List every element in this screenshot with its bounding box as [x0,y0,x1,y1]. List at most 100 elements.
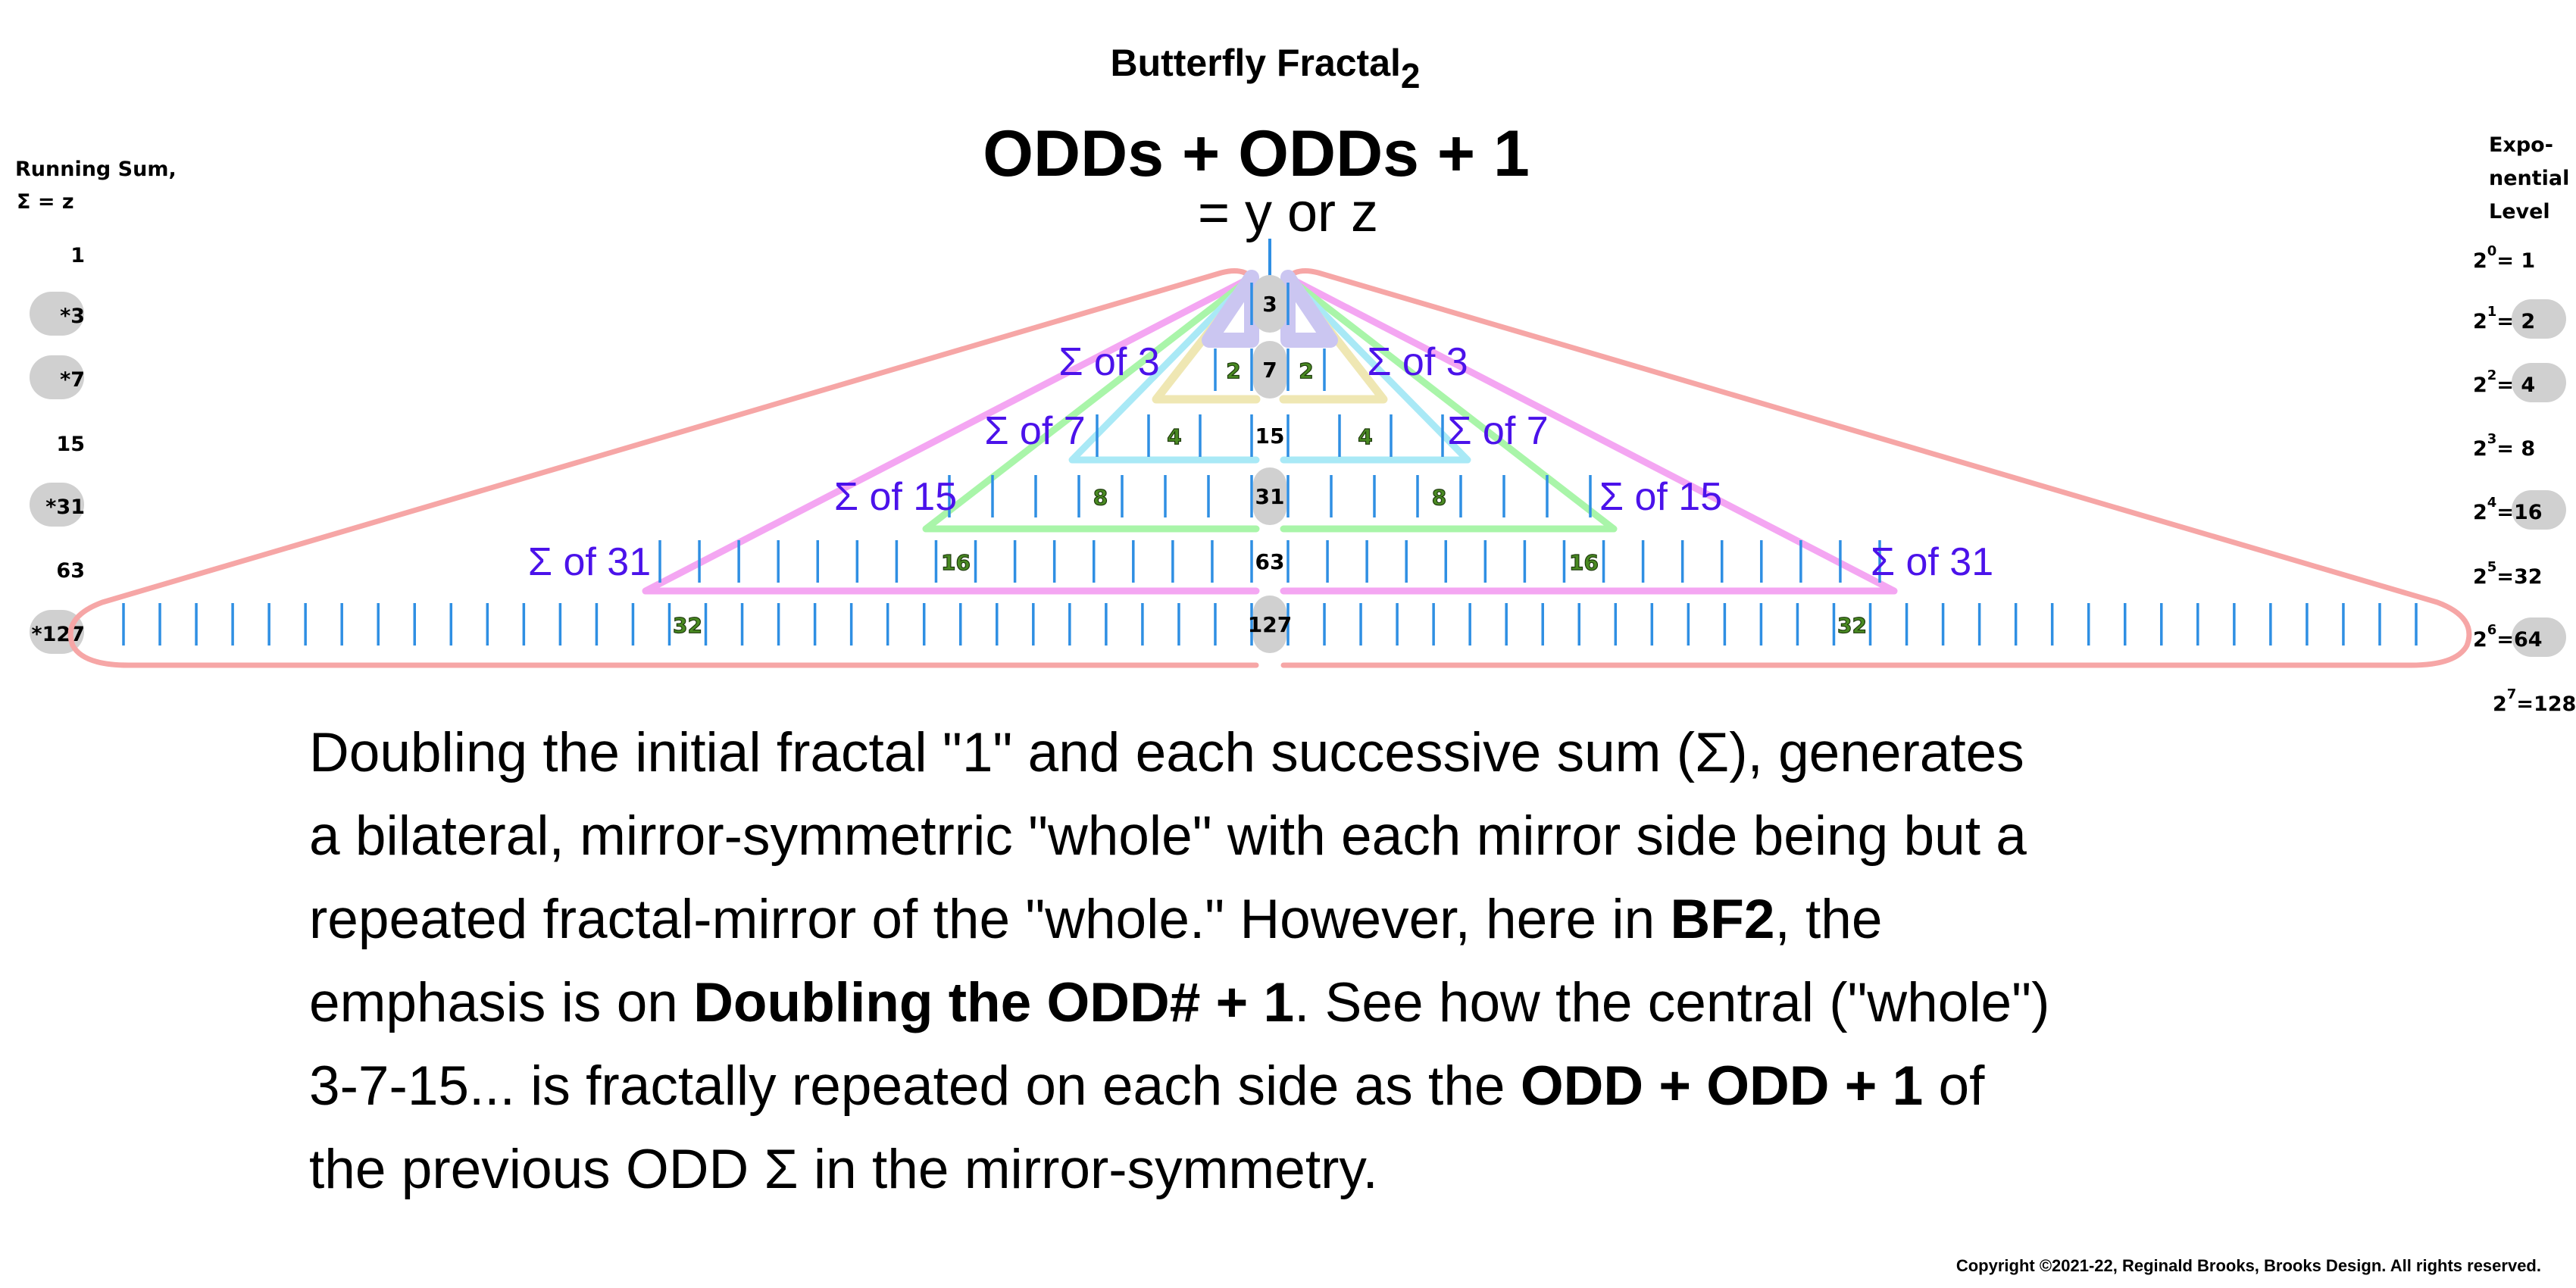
paragraph-text: a bilateral, mirror-symmetrric "whole" w… [309,805,2027,867]
paragraph-line: the previous ODD Σ in the mirror-symmetr… [309,1139,1378,1200]
running-sum-value: *3 [60,305,85,328]
sigma-label-left: Σ of 15 [834,475,957,519]
running-sum-value: *31 [45,496,85,519]
paragraph-line: repeated fractal-mirror of the "whole." … [309,889,1883,950]
running-sum-highlight-pill [30,292,84,336]
paragraph-line: emphasis is on Doubling the ODD# + 1. Se… [309,972,2049,1033]
exponent-result: =32 [2496,565,2542,589]
exponential-highlight-pill [2512,299,2566,339]
sigma-label-left: Σ of 31 [528,540,651,584]
sigma-label-left: Σ of 7 [984,409,1085,453]
sigma-label-right: Σ of 7 [1447,409,1548,453]
exponent-power: 1 [2487,304,2497,320]
exponential-highlight-pill [2512,617,2566,657]
side-count-label: 32 [673,613,702,638]
running-sum-heading: Running Sum, [15,158,177,181]
description-paragraph: Doubling the initial fractal "1" and eac… [309,722,2049,1200]
exponent-result: = 2 [2496,310,2535,333]
sigma-label-right: Σ of 3 [1367,340,1468,384]
running-sum-highlight-pill [30,483,84,527]
exponential-level-value: 24=16 [2473,495,2543,524]
side-count-label: 4 [1358,424,1372,449]
exponent-result: =16 [2496,501,2542,524]
side-count-label: 8 [1093,485,1108,510]
paragraph-emphasis: BF2 [1671,889,1775,950]
sigma-label-left: Σ of 3 [1058,340,1159,384]
exponential-highlight-pill [2512,363,2566,402]
exponent-base: 2 [2473,628,2487,652]
sigma-outline-right-0 [1279,268,2472,668]
exponent-result: = 4 [2496,374,2535,397]
sigma-outline-right-2 [1280,274,1618,533]
running-sum-value: *127 [32,623,85,646]
exponential-level-value: 20= 1 [2473,243,2535,273]
formula-heading: ODDs + ODDs + 1 [983,117,1530,190]
paragraph-text: emphasis is on [309,972,693,1033]
paragraph-emphasis: Doubling the ODD# + 1 [693,972,1294,1033]
center-value-pill [1253,275,1286,333]
exponent-result: =128 [2516,692,2576,716]
running-sum-highlight-pill [30,355,84,399]
center-value: 15 [1255,424,1285,449]
paragraph-text: , the [1774,889,1882,950]
exponent-power: 0 [2487,243,2497,259]
sigma-outline-left-0 [67,268,1261,668]
sigma-labels: Σ of 3 Σ of 3 Σ of 7 Σ of 7 Σ of 15 Σ of 15 Σ … [528,340,1993,584]
exponential-heading-3: Level [2489,200,2550,224]
sigma-outline-left-2 [922,274,1260,533]
side-count-label: 4 [1167,424,1181,449]
exponential-heading-2: nential [2489,167,2569,190]
side-count-label: 16 [1569,550,1599,575]
exponent-power: 3 [2487,431,2497,447]
exponent-result: =64 [2496,628,2542,652]
exponent-result: = 8 [2496,437,2535,461]
center-value: 31 [1255,484,1285,509]
exponential-level-value: 21= 2 [2473,304,2535,333]
center-value-pill [1253,596,1286,653]
running-sum-heading-sub: Σ = z [17,190,74,214]
center-value: 7 [1262,358,1277,383]
exponent-power: 5 [2487,559,2497,575]
exponent-power: 4 [2487,495,2497,511]
center-value-pill [1253,467,1286,525]
center-value: 63 [1255,549,1285,574]
side-count-label: 8 [1432,485,1446,510]
exponential-level-value: 22= 4 [2473,367,2535,397]
exponent-base: 2 [2473,310,2487,333]
paragraph-text: the previous ODD Σ in the mirror-symmetr… [309,1139,1378,1200]
sigma-label-right: Σ of 15 [1599,475,1722,519]
sigma-outline-right-3 [1280,274,1471,464]
running-sum-value: 15 [56,433,85,456]
sigma-outline-left-1 [642,274,1260,595]
sigma-label-right: Σ of 31 [1871,540,1993,584]
exponential-heading-1: Expo- [2489,133,2553,157]
formula-result: = y or z [1198,183,1378,243]
running-sum-value: *7 [60,368,85,392]
exponential-level-value: 27=128 [2493,686,2576,716]
exponent-base: 2 [2473,437,2487,461]
exponent-result: = 1 [2496,249,2535,273]
exponent-power: 2 [2487,367,2497,383]
paragraph-text: . See how the central ("whole") [1294,972,2049,1033]
paragraph-text: Doubling the initial fractal "1" and eac… [309,722,2024,783]
exponent-base: 2 [2473,249,2487,273]
sigma-outline-left-3 [1068,274,1260,464]
exponential-level-value: 23= 8 [2473,431,2535,461]
exponential-level-column: Expo- nential Level 20= 121= 222= 423= 8… [2473,133,2576,716]
exponential-level-value: 26=64 [2473,622,2543,652]
running-sum-value: 1 [70,244,85,267]
running-sum-column: Running Sum, Σ = z 1 *3 *7 15 *31 63 *127 [15,158,177,654]
copyright-text: Copyright ©2021-22, Reginald Brooks, Bro… [1956,1256,2541,1275]
exponent-power: 7 [2507,686,2517,702]
exponent-base: 2 [2473,565,2487,589]
exponent-power: 6 [2487,622,2497,638]
paragraph-text: of [1923,1055,1985,1117]
running-sum-value: 63 [56,559,85,583]
paragraph-line: a bilateral, mirror-symmetrric "whole" w… [309,805,2027,867]
exponent-base: 2 [2473,501,2487,524]
title-subscript: 2 [1401,56,1421,95]
center-value: 127 [1248,612,1292,637]
side-count-label: 2 [1226,358,1240,383]
